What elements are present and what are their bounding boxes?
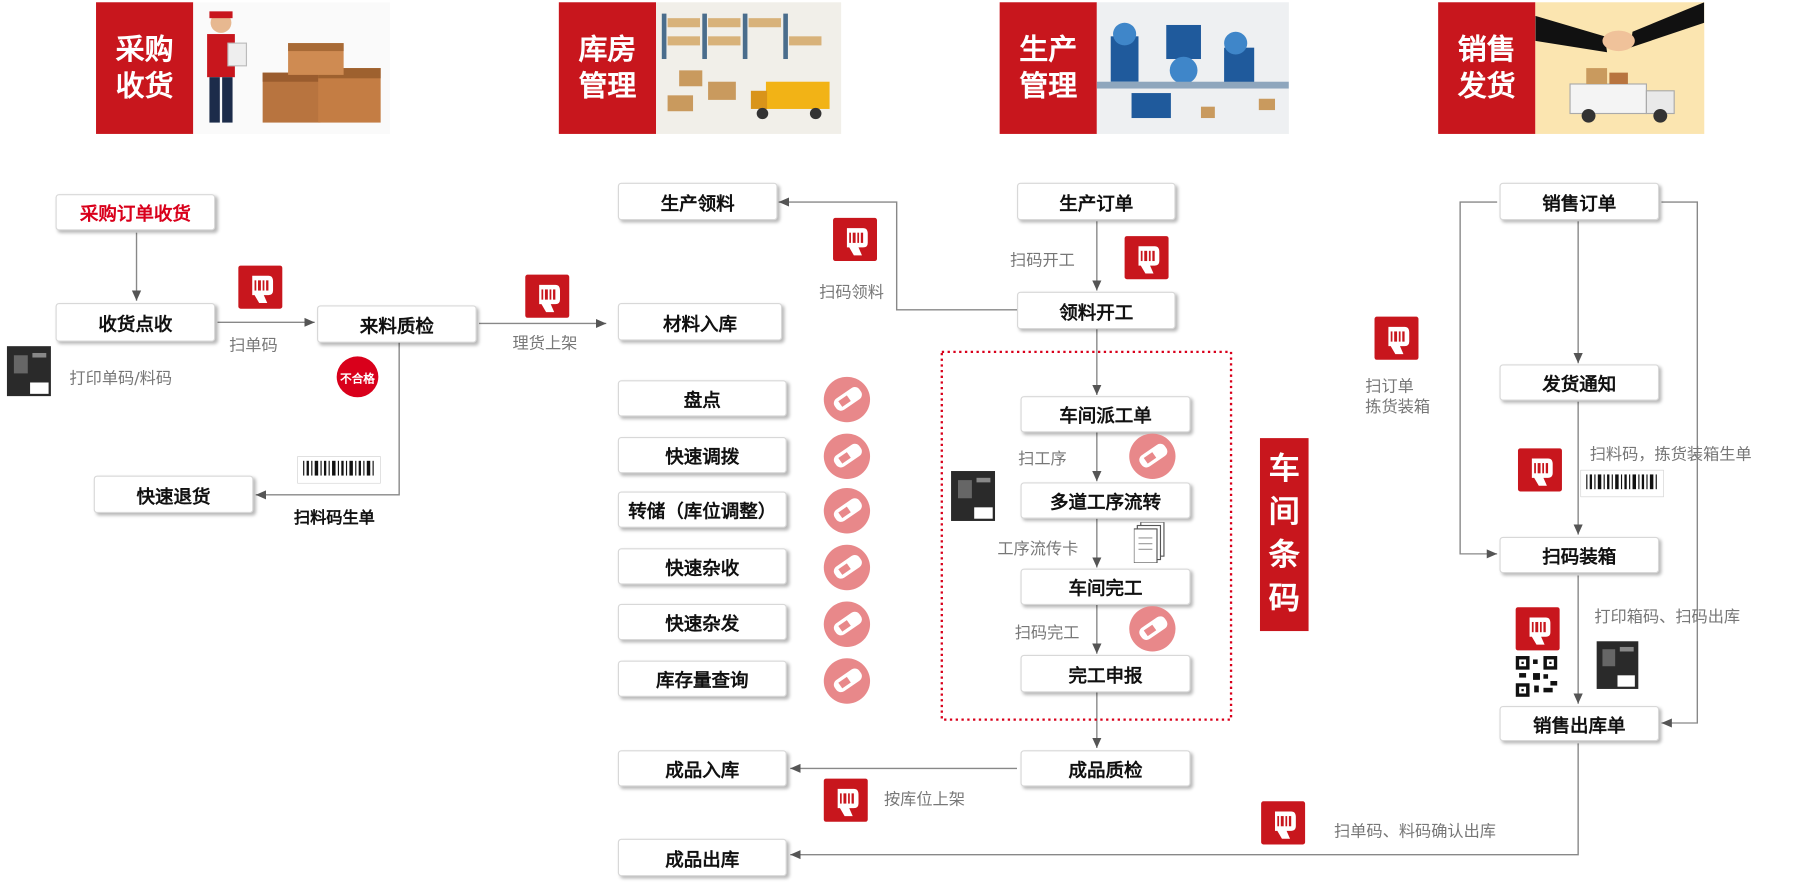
incoming-qc-box[interactable]: 来料质检 [317, 305, 477, 343]
sales-out-box[interactable]: 销售出库单 [1499, 705, 1660, 742]
scan-start-label: 扫码开工 [1010, 251, 1075, 271]
receive-count-box[interactable]: 收货点收 [55, 303, 216, 342]
misc-receive-box[interactable]: 快速杂收 [617, 548, 787, 585]
material-in-box[interactable]: 材料入库 [617, 303, 783, 341]
handheld-pda-icon [823, 433, 871, 479]
sales-order-box[interactable]: 销售订单 [1499, 182, 1660, 221]
arrow-qc-to-return [255, 341, 400, 500]
production-illustration [1096, 2, 1289, 134]
arrow-so-to-out [1661, 201, 1699, 728]
barcode-scanner-icon [1261, 801, 1306, 845]
scan-pick-label: 扫码领料 [819, 283, 884, 302]
qr-code-icon [1515, 656, 1558, 697]
header-purchase: 采购收货 [96, 2, 194, 134]
transfer-box[interactable]: 快速调拨 [617, 436, 787, 474]
ship-notice-box[interactable]: 发货通知 [1499, 364, 1660, 401]
handheld-pda-icon [823, 544, 871, 591]
barcode-label-icon [296, 455, 382, 485]
label-printer-icon [5, 344, 54, 398]
complete-box[interactable]: 车间完工 [1020, 568, 1191, 605]
handheld-pda-icon [823, 488, 871, 534]
multi-process-box[interactable]: 多道工序流转 [1020, 482, 1191, 519]
barcode-scanner-icon [238, 265, 283, 309]
scan-pack-box[interactable]: 扫码装箱 [1499, 536, 1660, 574]
handheld-pda-icon [823, 658, 871, 704]
sales-illustration [1535, 2, 1705, 134]
scan-process-label: 扫工序 [1018, 450, 1067, 469]
prod-pick-box[interactable]: 生产领料 [617, 182, 778, 221]
scan-order-label: 扫单码 [229, 337, 278, 356]
barcode-scanner-icon [1374, 316, 1419, 360]
paper-stack-icon [1133, 521, 1166, 564]
shelving-label: 理货上架 [512, 334, 578, 353]
barcode-scanner-icon [525, 274, 570, 318]
print-codes-label: 打印单码/料码 [69, 370, 173, 389]
header-sales: 销售发货 [1438, 2, 1536, 134]
arrow-out-to-fgout [790, 743, 1579, 860]
handheld-pda-icon [823, 376, 871, 423]
barcode-scanner-icon [1124, 236, 1169, 280]
label-printer-icon [949, 469, 998, 523]
handheld-pda-icon [1129, 606, 1176, 652]
scan-confirm-out-label: 扫单码、料码确认出库 [1334, 822, 1497, 842]
scan-complete-label: 扫码完工 [1014, 624, 1080, 643]
reject-badge: 不合格 [336, 356, 379, 398]
handheld-pda-icon [1129, 433, 1176, 479]
arrow-so-to-pack [1459, 201, 1498, 559]
scan-pack-gen-label: 扫料码，拣货装箱生单 [1589, 446, 1752, 465]
pick-start-box[interactable]: 领料开工 [1017, 291, 1176, 330]
warehouse-illustration [656, 2, 842, 134]
flow-card-label: 工序流传卡 [997, 540, 1079, 559]
barcode-scanner-icon [833, 217, 878, 262]
header-warehouse: 库房管理 [558, 2, 657, 134]
scan-order2-label-1: 扫订单 [1365, 377, 1414, 397]
stock-query-box[interactable]: 库存量查询 [617, 660, 787, 697]
fg-out-box[interactable]: 成品出库 [617, 838, 787, 877]
workshop-dotted-frame [940, 350, 1233, 721]
barcode-label-icon [1579, 469, 1665, 498]
prod-order-box[interactable]: 生产订单 [1017, 182, 1176, 221]
label-printer-icon [1594, 639, 1640, 691]
report-box[interactable]: 完工申报 [1020, 654, 1191, 693]
dispatch-box[interactable]: 车间派工单 [1020, 396, 1191, 433]
fg-in-box[interactable]: 成品入库 [617, 750, 787, 787]
barcode-scanner-icon [823, 778, 868, 822]
header-production: 生产管理 [999, 2, 1097, 134]
workshop-barcode-banner: 车间 条码 [1259, 438, 1309, 632]
quick-return-box[interactable]: 快速退货 [93, 475, 254, 514]
print-box-out-label: 打印箱码、扫码出库 [1594, 608, 1741, 627]
barcode-scanner-icon [1517, 448, 1562, 492]
scan-order2-label-2: 拣货装箱 [1365, 398, 1431, 417]
fg-qc-box[interactable]: 成品质检 [1020, 750, 1191, 787]
po-receive-box[interactable]: 采购订单收货 [55, 194, 216, 231]
relocate-box[interactable]: 转储（库位调整） [617, 491, 787, 528]
scan-generate-label: 扫料码生单 [293, 509, 375, 528]
handheld-pda-icon [823, 601, 871, 647]
by-location-label: 按库位上架 [883, 791, 965, 810]
purchase-illustration [193, 2, 390, 134]
inventory-box[interactable]: 盘点 [617, 380, 787, 417]
misc-issue-box[interactable]: 快速杂发 [617, 603, 787, 641]
arrow-pickstart-to-prodpick [778, 197, 1018, 311]
barcode-scanner-icon [1515, 607, 1560, 651]
